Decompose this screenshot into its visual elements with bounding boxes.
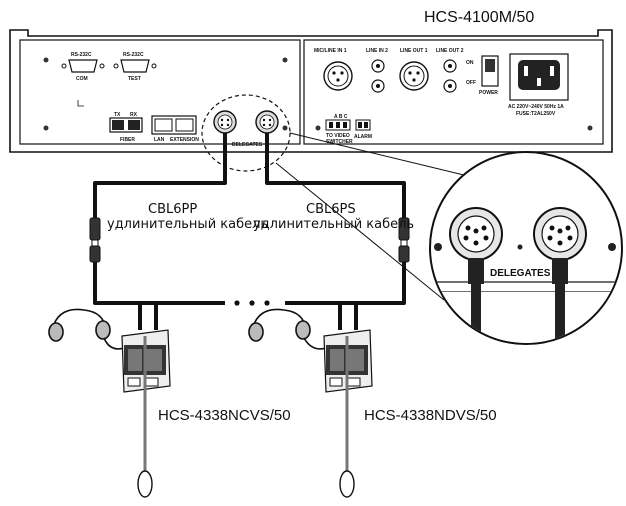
mic-line-in-1-label: MIC/LINE IN 1 (314, 48, 347, 54)
fuse-label: FUSE:T2AL250V (516, 111, 556, 117)
rs232-test-label: RS-232C (123, 52, 144, 58)
cable-right-desc: удлинительный кабель (253, 217, 414, 232)
line-out-2-rca (443, 59, 457, 93)
delegates-connector-1 (213, 110, 237, 134)
delegates-small-label: DELEGATES (232, 142, 263, 148)
alarm-terminal (355, 119, 371, 131)
screw-icon (587, 125, 593, 131)
screw-icon (43, 125, 49, 131)
fiber-label: FIBER (120, 137, 135, 143)
cable-left-desc: удлинительный кабель (107, 217, 268, 232)
delegates-connector-2 (255, 110, 279, 134)
headphones-icon (248, 308, 327, 350)
rs232-com-label: RS-232C (71, 52, 92, 58)
unit-left-model: HCS-4338NCVS/50 (158, 407, 291, 424)
power-switch (481, 55, 499, 87)
fiber-port (109, 117, 143, 133)
device-title: HCS-4100M/50 (424, 9, 534, 26)
zoom-guide-line (275, 162, 445, 301)
line-out-1-label: LINE OUT 1 (400, 48, 428, 54)
com-label: COM (76, 76, 88, 82)
zoomed-connector-1 (449, 207, 503, 343)
cable-routing (93, 133, 406, 330)
test-label: TEST (128, 76, 141, 82)
line-out-2-label: LINE OUT 2 (436, 48, 464, 54)
rs232-test-port (113, 59, 157, 73)
microphone-head-icon (339, 470, 355, 498)
xlr-output-connector (399, 61, 429, 91)
zoom-inset: DELEGATES (429, 151, 623, 345)
line-in-2-label: LINE IN 2 (366, 48, 388, 54)
ac-power-inlet (509, 53, 569, 101)
abc-label: A B C (334, 114, 348, 120)
delegate-unit-right (248, 308, 373, 498)
switcher-label: SWITCHER (326, 139, 353, 145)
extension-label: EXTENSION (170, 137, 199, 143)
rs232-com-port (61, 59, 105, 73)
rx-label: RX (130, 112, 138, 118)
cable-right-name: CBL6PS (306, 202, 356, 217)
cable-plug-left (89, 217, 101, 263)
screw-icon (315, 125, 321, 131)
screw-icon (282, 125, 288, 131)
lan-port (151, 115, 197, 135)
screw-icon (282, 57, 288, 63)
tx-label: TX (114, 112, 121, 118)
screw-icon (43, 57, 49, 63)
microphone-head-icon (137, 470, 153, 498)
zoomed-connector-2 (533, 207, 587, 343)
on-label: ON (466, 60, 474, 66)
video-switcher-terminal (325, 119, 351, 131)
lan-label: LAN (154, 137, 165, 143)
power-label: POWER (479, 90, 498, 96)
cable-left-name: CBL6PP (148, 202, 197, 217)
cable-plug-right (398, 217, 410, 263)
off-label: OFF (466, 80, 476, 86)
ac-rating-label: AC 220V~240V 50Hz 1A (508, 104, 564, 110)
xlr-input-connector (323, 61, 353, 91)
headphones-icon (48, 308, 125, 350)
ellipsis-dots (234, 300, 270, 306)
zoomed-delegates-label: DELEGATES (490, 268, 551, 279)
alarm-label: ALARM (354, 134, 372, 140)
zoom-guide-line (289, 132, 469, 177)
rear-panel: RS-232C COM RS-232C TEST TX RX FIBER (9, 29, 613, 153)
line-in-2-rca (371, 59, 385, 93)
unit-right-model: HCS-4338NDVS/50 (364, 407, 497, 424)
delegate-unit-left (48, 308, 171, 498)
to-video-label: TO VIDEO (326, 133, 350, 139)
